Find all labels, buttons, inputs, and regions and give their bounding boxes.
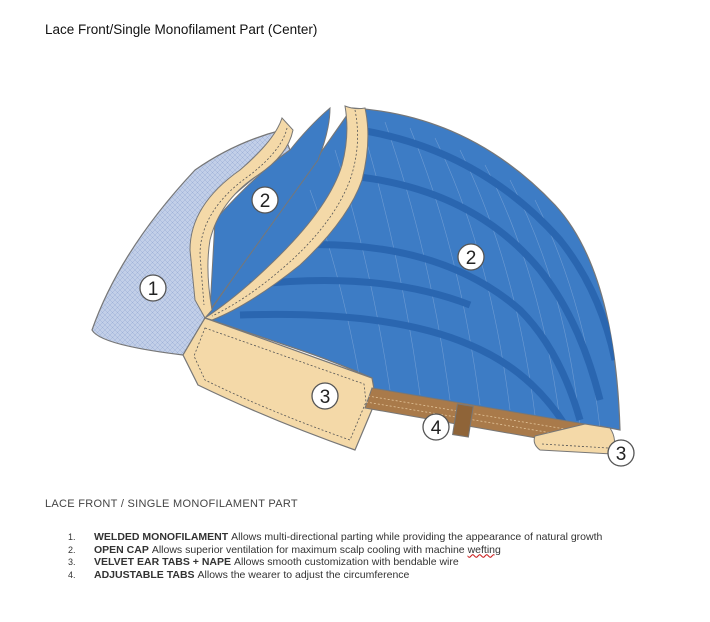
ear-tab [182,317,377,451]
legend-item: 3. VELVET EAR TABS + NAPE Allows smooth … [68,556,602,569]
legend-item: 4. ADJUSTABLE TABS Allows the wearer to … [68,569,602,582]
callout-label: 2 [260,191,271,212]
legend-number: 1. [68,532,76,542]
legend-item: 1. WELDED MONOFILAMENT Allows multi-dire… [68,531,602,544]
legend-number: 4. [68,569,76,580]
callout-2b: 2 [457,243,485,271]
callout-label: 4 [431,418,442,439]
legend-list: 1. WELDED MONOFILAMENT Allows multi-dire… [68,531,602,581]
legend-description: Allows smooth customization with bendabl… [234,556,459,568]
legend-label: ADJUSTABLE TABS [94,568,195,581]
legend-number: 2. [68,544,76,555]
callout-4: 4 [422,413,450,441]
parting-band-left [189,117,294,319]
open-cap-region [204,107,621,431]
strap-buckle [452,403,474,438]
legend-description: Allows superior ventilation for maximum … [152,544,501,556]
callout-label: 3 [320,387,331,408]
legend-label: OPEN CAP [94,543,149,556]
callout-1: 1 [139,274,167,302]
page-title: Lace Front/Single Monofilament Part (Cen… [45,22,318,37]
legend-label: WELDED MONOFILAMENT [94,531,229,543]
legend-description: Allows the wearer to adjust the circumfe… [197,568,410,581]
wig-cap-diagram: 1 2 2 3 4 3 [91,105,635,467]
legend-item: 2. OPEN CAP Allows superior ventilation … [68,544,602,557]
callout-label: 3 [616,444,627,465]
callout-label: 2 [466,248,477,269]
spellcheck-word: wefting [467,543,501,556]
legend-description: Allows multi-directional parting while p… [231,531,603,543]
callout-3b: 3 [607,439,635,467]
callout-label: 1 [148,279,159,300]
diagram-subtitle: LACE FRONT / SINGLE MONOFILAMENT PART [45,498,298,510]
legend-description-text: Allows superior ventilation for maximum … [151,543,468,556]
callout-2a: 2 [251,186,279,214]
parting-band-right [203,105,369,321]
legend-number: 3. [68,557,76,567]
callout-3a: 3 [311,382,339,410]
legend-label: VELVET EAR TABS + NAPE [94,556,232,568]
